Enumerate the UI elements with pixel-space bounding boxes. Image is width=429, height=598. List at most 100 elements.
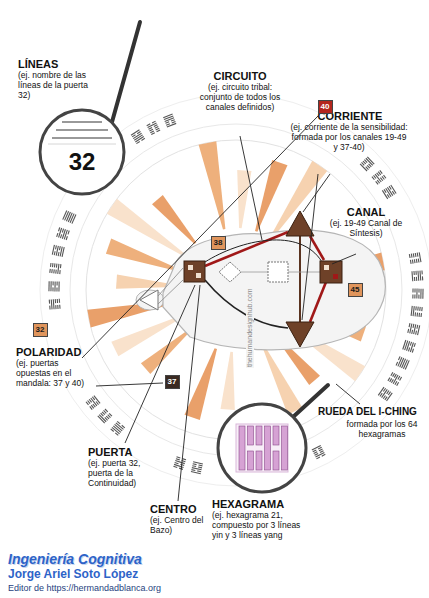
leader-line: [96, 383, 163, 386]
yang-line: [282, 426, 288, 470]
magnifier-handle: [112, 22, 140, 122]
hexagram-line: [193, 461, 203, 464]
hexagram-line: [165, 121, 169, 123]
hexagram-frame: [236, 424, 288, 472]
leader-line: [303, 174, 330, 212]
hexagram-line: [59, 270, 61, 274]
footer-credit: Jorge Ariel Soto López: [8, 568, 138, 581]
hexagram-line: [52, 263, 54, 267]
hexagram-line: [58, 252, 60, 256]
magnifier-lens: [218, 404, 306, 492]
hexagram-line: [51, 299, 53, 309]
gate-box: 45: [348, 283, 363, 297]
center-detail: [324, 265, 329, 270]
hexagram-line: [407, 329, 409, 333]
hexagram-glyph: [409, 252, 422, 264]
hexagram-line: [418, 289, 419, 293]
leader-line: [178, 285, 200, 501]
wheel-ray: [107, 199, 186, 257]
wheel-ray: [199, 141, 226, 229]
center-detail: [333, 274, 338, 279]
wheel-ray: [221, 352, 235, 410]
hexagram-line: [59, 246, 61, 250]
hexagram-line: [420, 289, 421, 299]
hexagram-line: [55, 305, 56, 309]
hexagram-line: [417, 253, 419, 257]
hexagram-line: [382, 190, 388, 199]
hexagram-line: [412, 260, 414, 264]
hexagram-line: [315, 452, 324, 458]
hexagram-glyph: [163, 114, 176, 128]
hexagram-line: [166, 123, 170, 125]
hexagram-line: [360, 163, 368, 171]
hexagram-line: [416, 289, 417, 299]
defined-center: [320, 261, 342, 283]
callout-text: (ej. corriente de la sensibilidad: forma…: [290, 123, 408, 152]
hexagram-line: [410, 342, 414, 352]
hexagram-line: [408, 347, 410, 351]
hexagram-line: [421, 307, 423, 311]
hexagram-glyph: [146, 121, 160, 135]
hexagram-glyph: [411, 306, 423, 317]
center-detail: [188, 265, 193, 270]
hexagram-line: [415, 271, 416, 275]
yin-line: [256, 426, 262, 445]
hexagram-line: [412, 288, 413, 292]
leader-line: [125, 285, 195, 443]
callout-heading: POLARIDAD: [16, 346, 106, 359]
hexagram-line: [192, 467, 202, 470]
footer-credit: Editor de https://hermandadblanca.org: [8, 584, 161, 594]
hexagram-glyph: [110, 421, 125, 436]
hexagram-line: [420, 313, 422, 317]
hexagram-line: [172, 121, 176, 123]
hexagram-line: [176, 456, 180, 458]
leader-line: [82, 116, 318, 358]
hexagram-line: [417, 325, 420, 335]
callout-heading: LÍNEAS: [18, 58, 98, 71]
hexagram-line: [312, 445, 321, 451]
center-detail: [196, 273, 201, 278]
hexagram-line: [390, 372, 393, 376]
hexagram-glyph: [49, 299, 61, 310]
hexagram-line: [55, 270, 57, 274]
callout-heading: CANAL: [335, 206, 397, 219]
hexagram-glyph: [173, 456, 186, 470]
hexagram-line: [173, 466, 177, 468]
hexagram-line: [413, 271, 414, 275]
leader-line: [336, 384, 360, 404]
hexagram-line: [411, 306, 413, 316]
hexagram-line: [198, 466, 202, 468]
hexagram-line: [378, 387, 385, 396]
hexagram-line: [136, 141, 140, 144]
hexagram-line: [417, 271, 419, 281]
wheel-rays: [87, 141, 384, 420]
hexagram-glyph: [378, 387, 393, 402]
hexagram-line: [192, 465, 196, 467]
hexagram-glyph: [411, 270, 423, 281]
callout-heading: CORRIENTE: [300, 110, 400, 123]
hexagram-line: [48, 281, 49, 291]
defined-center: [184, 261, 205, 282]
yin-line: [248, 451, 254, 470]
hexagram-line: [414, 277, 415, 281]
hexagram-line: [54, 263, 56, 267]
hexagram-line: [64, 230, 68, 240]
hexagram-line: [411, 254, 413, 258]
leader-line: [302, 174, 318, 320]
defined-center: [286, 322, 314, 347]
hexagram-line: [417, 313, 419, 317]
yin-line: [248, 426, 254, 445]
line-row: [56, 129, 108, 131]
hexagram-line: [164, 117, 174, 122]
hexagram-line: [197, 470, 201, 472]
callout-text: (ej. nombre de las líneas de la puerta 3…: [18, 71, 92, 100]
hexagram-line: [409, 254, 411, 258]
hexagram-line: [59, 299, 60, 303]
callout-text: (ej. puerta 32, puerta de la Continuidad…: [88, 459, 160, 488]
hexagram-glyph: [52, 245, 65, 257]
channel: [158, 280, 183, 304]
hexagram-line: [49, 300, 50, 304]
hexagram-line: [421, 270, 422, 274]
hexagram-line: [57, 281, 58, 285]
